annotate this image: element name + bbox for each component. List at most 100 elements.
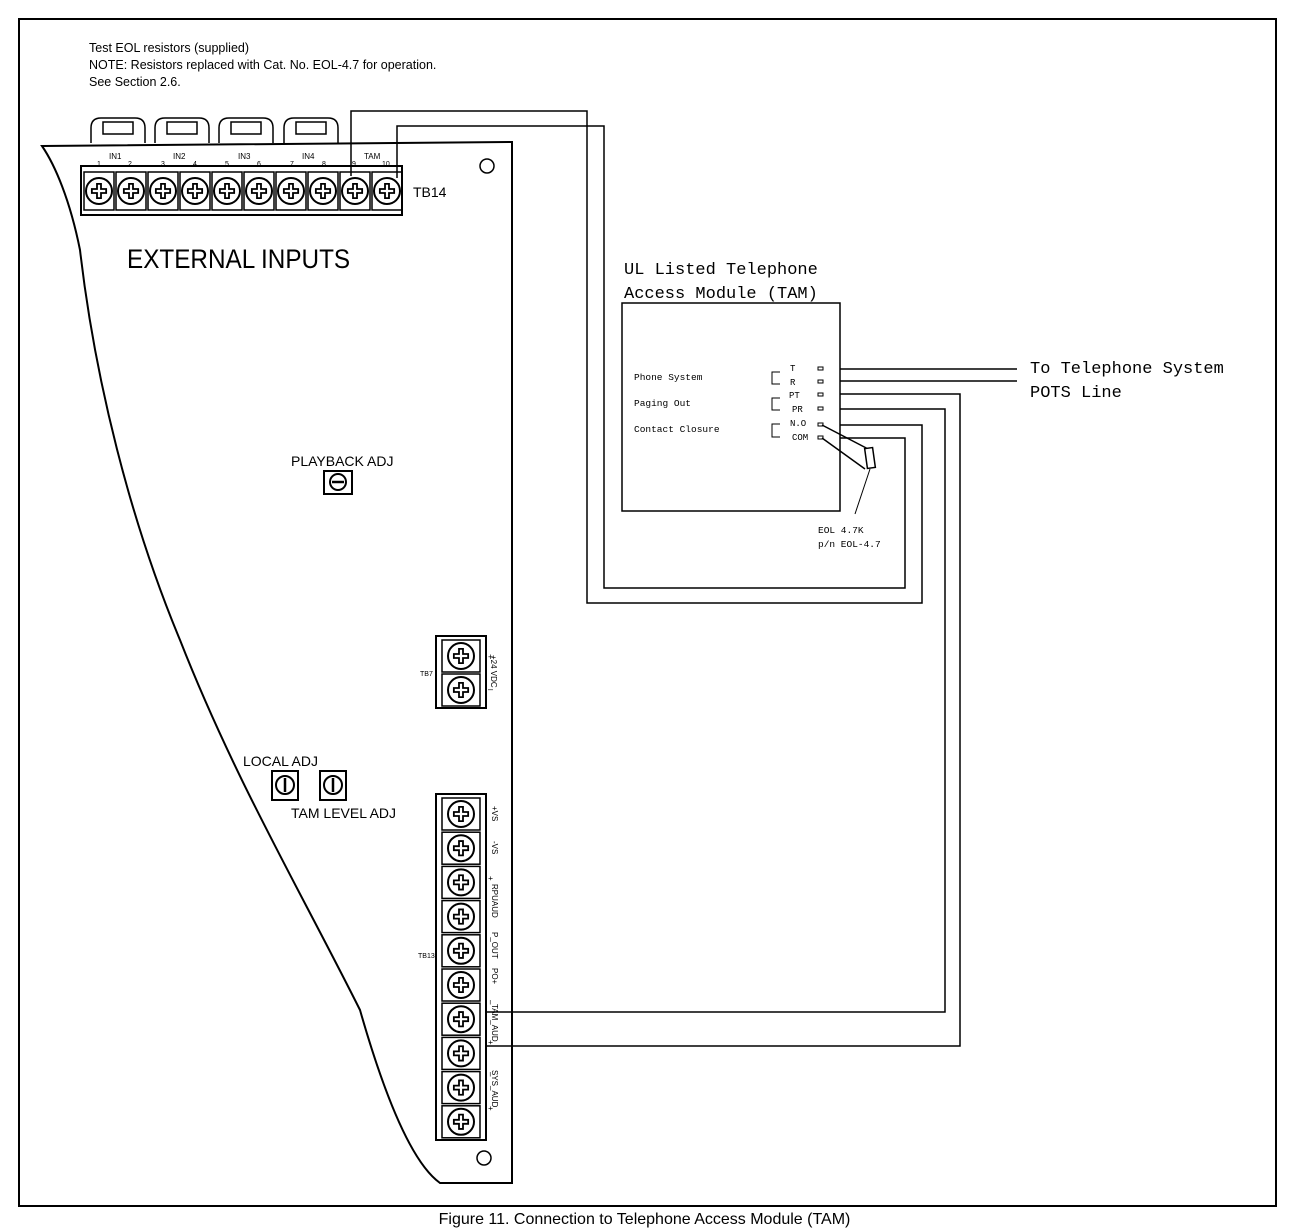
wiring	[350, 110, 1017, 1047]
wire-tam-aud-minus-to-pr	[486, 408, 946, 1013]
tb14-screw-1	[85, 177, 113, 205]
tam-pin-pr: PR	[792, 405, 803, 415]
note-line-1: Test EOL resistors (supplied)	[89, 41, 249, 55]
pots-line-label: POTS Line	[1030, 384, 1122, 403]
tb13-tam-aud-plus: +	[486, 1040, 495, 1045]
tb14-screw-4	[181, 177, 209, 205]
tb14-group-in3: IN3	[238, 152, 251, 161]
wire-tam-aud-plus-to-pt	[486, 393, 961, 1047]
tb13-sys-aud-plus: +	[486, 1106, 495, 1111]
tb14-screw-6	[245, 177, 273, 205]
tb7-label: TB7	[420, 671, 433, 678]
tb13-tam-aud: TAM_AUD	[490, 1004, 499, 1042]
tb7-plus: +	[488, 652, 493, 662]
tb13-vs-plus: +VS	[490, 806, 499, 821]
mount-hole-top	[479, 158, 495, 174]
tb13-screw-5	[447, 936, 475, 965]
tam-pin-r: R	[790, 378, 796, 388]
tb14-screw-5	[213, 177, 241, 205]
eol-resistor: EOL 4.7K p/n EOL-4.7	[818, 424, 881, 550]
tb13-screw-1	[447, 800, 475, 828]
tam-pin-com: COM	[792, 433, 808, 443]
local-adj-label: LOCAL ADJ	[243, 753, 318, 769]
tb13-vs-minus: -VS	[490, 841, 499, 854]
tam-contact-closure-label: Contact Closure	[634, 424, 720, 435]
tb13-tam-aud-minus: –	[486, 1000, 495, 1005]
tb13-rpuaud: RPUAUD	[490, 884, 499, 918]
tb7-screw-2	[447, 676, 475, 704]
tb13-screw-3	[447, 868, 475, 897]
tb13-sys-aud: SYS_AUD	[490, 1070, 499, 1108]
tam-pin-pt: PT	[789, 391, 800, 401]
tb13-screw-6	[447, 971, 475, 999]
tam-box	[621, 302, 841, 512]
tb14-group-in1: IN1	[109, 152, 122, 161]
tb14-group-tam: TAM	[364, 152, 381, 161]
figure-caption: Figure 11. Connection to Telephone Acces…	[438, 1211, 851, 1228]
tb7-screws	[441, 639, 481, 707]
tb13-screw-2	[447, 834, 475, 863]
tam-pin-t: T	[790, 364, 796, 374]
tb14-screw-3	[149, 177, 177, 205]
wire-tb14-10-to-no	[396, 125, 906, 589]
tb13-screw-9	[447, 1073, 475, 1102]
control-board-outline	[40, 140, 513, 1184]
tam-title-line2: Access Module (TAM)	[624, 285, 818, 304]
tb13-screw-10	[447, 1107, 475, 1136]
tb14-group-in2: IN2	[173, 152, 186, 161]
external-inputs-label: EXTERNAL INPUTS	[127, 245, 350, 274]
tb13-screw-7	[447, 1005, 475, 1034]
eol-notes: Test EOL resistors (supplied) NOTE: Resi…	[89, 41, 436, 89]
tam-module: UL Listed Telephone Access Module (TAM) …	[621, 261, 841, 512]
tb14-pin-5: 5	[225, 161, 229, 168]
wire-tb14-9-to-com	[350, 110, 923, 604]
tam-title-line1: UL Listed Telephone	[624, 261, 818, 280]
tb7-voltage: +24 VDC	[489, 655, 498, 688]
tb13-po-plus: PO+	[490, 968, 499, 985]
tb14-screw-2	[117, 177, 145, 205]
tb14-pin-4: 4	[193, 161, 197, 168]
tb13-terminal-block: TB13 +VS -VS + RPUAUD P_OUT PO+ – TAM_AU…	[418, 793, 499, 1141]
note-line-3: See Section 2.6.	[89, 75, 181, 89]
diagram-border	[18, 18, 1277, 1207]
tb14-pin-6: 6	[257, 161, 261, 168]
test-eol-resistors	[90, 117, 339, 143]
playback-adj-pot	[323, 470, 353, 495]
tb14-screw-9	[341, 177, 369, 205]
tam-pin-connectors	[817, 366, 824, 440]
tam-paging-out-label: Paging Out	[634, 398, 691, 409]
tb14-screws	[83, 171, 403, 211]
eol-label-line1: EOL 4.7K	[818, 525, 864, 536]
tb7-terminal-block: TB7 + – +24 VDC	[420, 635, 498, 709]
tb14-screw-10	[373, 177, 401, 205]
tb7-minus: –	[488, 684, 493, 694]
playback-adj-label: PLAYBACK ADJ	[291, 453, 393, 469]
telephone-system-label: To Telephone System	[1030, 360, 1224, 379]
tb13-rpuaud-plus: +	[486, 876, 495, 881]
tb13-sys-aud-minus: –	[486, 1072, 495, 1077]
tb14-pin-3: 3	[161, 161, 165, 168]
tam-level-adj-label: TAM LEVEL ADJ	[291, 805, 396, 821]
tb14-screw-7	[277, 177, 305, 205]
tam-phone-system-label: Phone System	[634, 372, 703, 383]
tb14-pin-8: 8	[322, 161, 326, 168]
tb13-p-out: P_OUT	[490, 932, 499, 959]
tam-pin-no: N.O	[790, 419, 806, 429]
tb14-pin-9: 9	[352, 161, 356, 168]
tb14-pin-1: 1	[97, 161, 101, 168]
tb14-terminal-block: IN1 IN2 IN3 IN4 TAM 1 2 3 4 5 6 7 8 9 10…	[80, 152, 447, 216]
mount-hole-bottom	[476, 1150, 492, 1166]
tb14-screw-8	[309, 177, 337, 205]
tb14-pin-7: 7	[290, 161, 294, 168]
tb7-screw-1	[447, 642, 475, 670]
tb14-pin-10: 10	[382, 161, 390, 168]
tb13-screws	[441, 797, 481, 1139]
tam-level-adj-pot	[319, 770, 347, 801]
tb13-screw-4	[447, 902, 475, 931]
tb13-label: TB13	[418, 953, 435, 960]
eol-label-line2: p/n EOL-4.7	[818, 539, 881, 550]
tb13-screw-8	[447, 1039, 475, 1068]
local-adj-pot	[271, 770, 299, 801]
tb14-label: TB14	[413, 184, 447, 200]
